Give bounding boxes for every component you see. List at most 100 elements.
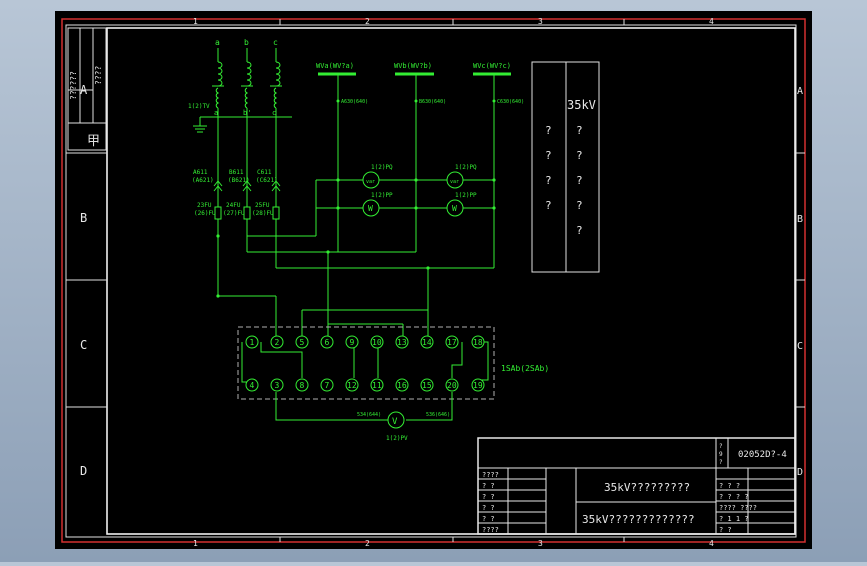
terminal-circle bbox=[295, 378, 309, 392]
bus-label: WVa(WV?a) bbox=[316, 62, 354, 70]
terminal-circle bbox=[345, 378, 359, 392]
terminal-top-label: 9 bbox=[350, 338, 355, 347]
column-label-bottom: 2 bbox=[365, 539, 370, 548]
fuse-label: 24FU bbox=[226, 202, 241, 209]
frame-border bbox=[65, 24, 797, 538]
fuse-phase-label: (A621) bbox=[192, 177, 214, 184]
meter-label: 1(2)PQ bbox=[371, 164, 393, 171]
left-title-text-2: ???? bbox=[94, 66, 103, 85]
column-label-top: 1 bbox=[193, 17, 198, 26]
column-label-bottom: 1 bbox=[193, 539, 198, 548]
column-label-top: 4 bbox=[709, 17, 714, 26]
terminal-circle bbox=[320, 378, 334, 392]
fuse-label: (27)FU bbox=[223, 210, 245, 217]
fuse-phase-label: C611 bbox=[257, 169, 272, 176]
terminal-top-label: 17 bbox=[447, 338, 457, 347]
meter-label: 1(2)PP bbox=[371, 192, 393, 199]
meter-circle bbox=[362, 199, 380, 217]
row-label-right: A bbox=[797, 86, 803, 97]
fuse-phase-label: (C621) bbox=[256, 177, 278, 184]
switch-label: 1SAb(2SAb) bbox=[501, 364, 549, 373]
drawing-subtitle: 35kV????????????? bbox=[582, 513, 695, 526]
fuse-label: 25FU bbox=[255, 202, 270, 209]
bus-code: A630(640) bbox=[341, 99, 368, 105]
title-block-left-cells: ????? ?? ?? ?? ????? bbox=[482, 471, 499, 534]
terminal-top-label: 10 bbox=[372, 338, 382, 347]
fuse-label: (28)FU bbox=[252, 210, 274, 217]
terminal-bottom-label: 7 bbox=[325, 381, 330, 390]
logo-glyph: 甲 bbox=[87, 134, 100, 149]
title-block-left-cell: ? ? bbox=[482, 493, 495, 501]
side-mark-2: 9 bbox=[719, 451, 723, 458]
meter-label: 1(2)PQ bbox=[455, 164, 477, 171]
title-block-left-cell: ? ? bbox=[482, 482, 495, 490]
terminal-circle bbox=[370, 335, 384, 349]
meter-circle bbox=[446, 171, 464, 189]
title-block-left-cell: ???? bbox=[482, 471, 499, 479]
title-block-right-cells: ? ? ?? ? ? ????? ????? 1 1 ?? ? bbox=[719, 482, 757, 534]
terminal-bottom-label: 16 bbox=[397, 381, 407, 390]
left-title-text-1: ?????? bbox=[69, 71, 78, 100]
pt-secondary-label: a bbox=[214, 109, 218, 117]
terminal-circle bbox=[420, 378, 434, 392]
terminal-bottom-label: 3 bbox=[275, 381, 280, 390]
side-mark-1: ? bbox=[719, 443, 723, 450]
fuse-phase-label: B611 bbox=[229, 169, 244, 176]
fuse-phase-labels: A611(A621) B611(B621) C611(C621) bbox=[192, 169, 278, 184]
legend-left-item: ? bbox=[545, 174, 552, 187]
voltmeter-symbol: V bbox=[392, 417, 398, 427]
fuse-phase-label: A611 bbox=[193, 169, 208, 176]
terminal-circle bbox=[320, 335, 334, 349]
drawing-title: 35kV????????? bbox=[604, 481, 690, 494]
terminal-top-label: 1 bbox=[250, 338, 255, 347]
terminal-circle bbox=[445, 378, 459, 392]
terminal-bottom-label: 20 bbox=[447, 381, 457, 390]
terminal-bottom-label: 11 bbox=[372, 381, 382, 390]
title-block-left-cell: ???? bbox=[482, 526, 499, 534]
phase-label: b bbox=[244, 38, 249, 47]
terminal-bottom-label: 19 bbox=[473, 381, 483, 390]
title-block-right-cell: ? ? ? ? bbox=[719, 493, 749, 501]
terminal-circle bbox=[395, 335, 409, 349]
terminal-top-label: 14 bbox=[422, 338, 432, 347]
meter-label: 1(2)PP bbox=[455, 192, 477, 199]
meter-symbol: W bbox=[368, 204, 373, 213]
title-block-left-cell: ? ? bbox=[482, 504, 495, 512]
fuse-label: 23FU bbox=[197, 202, 212, 209]
row-separators bbox=[66, 152, 805, 408]
voltmeter-right-code: 536(646) bbox=[426, 412, 450, 418]
meter-circle bbox=[362, 171, 380, 189]
legend-left-item: ? bbox=[545, 149, 552, 162]
terminal-circle bbox=[471, 378, 485, 392]
bus-code: C630(640) bbox=[497, 99, 524, 105]
terminal-circle bbox=[370, 378, 384, 392]
fuse-phase-label: (B621) bbox=[228, 177, 250, 184]
pt-secondary-label: b' bbox=[243, 109, 251, 117]
terminal-top-label: 2 bbox=[275, 338, 280, 347]
column-label-bottom: 3 bbox=[538, 539, 543, 548]
voltmeter-left-code: 534(644) bbox=[357, 412, 381, 418]
terminal-bottom-label: 8 bbox=[300, 381, 305, 390]
row-label-right: C bbox=[797, 341, 803, 352]
circuit-diagram bbox=[193, 48, 511, 421]
column-ticks bbox=[279, 19, 625, 542]
terminal-bottom-label: 4 bbox=[250, 381, 255, 390]
terminal-circle bbox=[270, 335, 284, 349]
title-block bbox=[477, 437, 796, 535]
row-label-left: C bbox=[80, 338, 87, 352]
terminal-circle bbox=[270, 378, 284, 392]
title-block-right-cell: ???? ???? bbox=[719, 504, 757, 512]
pt-label: 1(2)TV bbox=[188, 103, 210, 110]
bus-label: WVb(WV?b) bbox=[394, 62, 432, 70]
terminal-circle bbox=[245, 378, 259, 392]
terminal-circle bbox=[245, 335, 259, 349]
terminal-circle bbox=[395, 378, 409, 392]
terminal-circle bbox=[295, 335, 309, 349]
row-label-right: D bbox=[797, 467, 803, 478]
